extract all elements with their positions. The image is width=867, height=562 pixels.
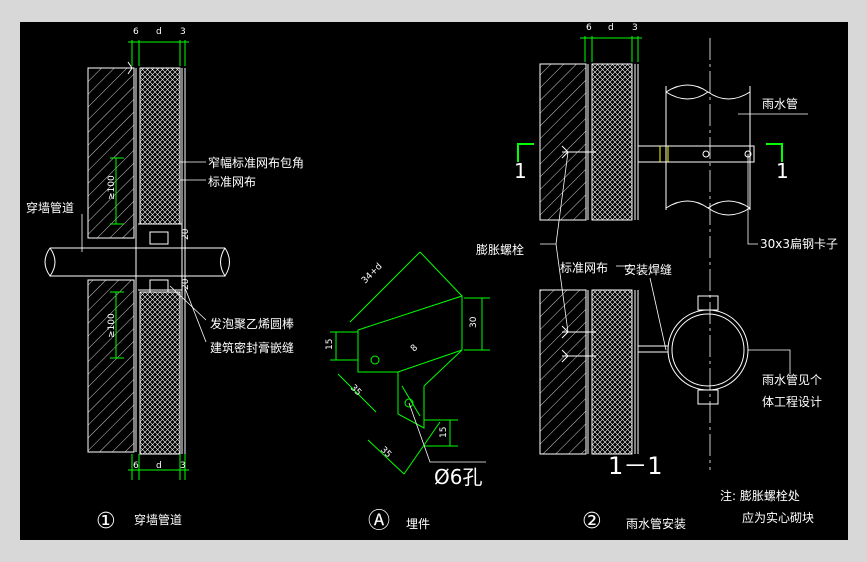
embedded-plate-top <box>357 295 463 373</box>
rain-pipe-section <box>667 309 749 391</box>
bottom-dim-3: 3 <box>180 461 186 471</box>
caption-title-2: 雨水管安装 <box>626 516 686 531</box>
top-dim-2-3: 3 <box>632 23 638 33</box>
label-see-2: 体工程设计 <box>762 394 822 409</box>
dim-30: 30 <box>469 316 479 328</box>
top-dim-6: 6 <box>133 27 139 37</box>
caption-title-a: 埋件 <box>406 517 430 531</box>
dim-35-b: 35 <box>378 445 393 460</box>
label-see-1: 雨水管见个 <box>762 372 822 387</box>
insulation-lower <box>140 292 180 454</box>
label-narrow-mesh: 窄幅标准网布包角 <box>208 155 304 170</box>
dim-35-a: 35 <box>348 383 363 398</box>
insulation-2-upper <box>592 64 632 220</box>
dim-15-left: 15 <box>325 339 335 350</box>
label-sealant: 建筑密封膏嵌缝 <box>210 340 294 355</box>
caption-title-1: 穿墙管道 <box>134 512 182 527</box>
section-mark-right: 1 <box>776 159 789 183</box>
label-hole: Ø6孔 <box>434 465 482 489</box>
label-mesh-2: 标准网布 <box>560 261 608 275</box>
wall-hatch-2-lower <box>540 290 586 454</box>
top-dim-2-6: 6 <box>586 23 592 33</box>
section-title: 1－1 <box>608 452 663 480</box>
drawing-svg: 6 d 3 6 d 3 ≥100 ≥100 20 20 窄幅标准网布包角 标准网… <box>26 23 838 534</box>
cad-drawing-canvas: 6 d 3 6 d 3 ≥100 ≥100 20 20 窄幅标准网布包角 标准网… <box>20 22 848 540</box>
foam-rod-lower <box>149 279 169 293</box>
dim-small-upper: 20 <box>181 228 191 240</box>
insulation-upper <box>140 68 180 224</box>
label-pipe: 穿墙管道 <box>26 200 74 215</box>
top-dim-3: 3 <box>180 27 186 37</box>
bottom-dim-6: 6 <box>133 461 139 471</box>
wall-hatch-upper <box>88 68 134 238</box>
detail-a-embedded-part: 34+d 30 15 35 35 15 8 Ø6孔 Ⓐ 埋件 <box>325 251 490 534</box>
top-dim-d: d <box>156 27 162 37</box>
caption-num-a: Ⓐ <box>368 509 390 534</box>
rain-pipe-elevation <box>665 86 751 210</box>
label-weld: 安装焊缝 <box>624 262 672 277</box>
caption-num-1: ① <box>96 509 116 534</box>
dim-15-right: 15 <box>439 427 449 438</box>
label-mesh: 标准网布 <box>208 175 256 189</box>
dim-lower-100: ≥100 <box>107 313 117 338</box>
note-line-2: 应为实心砌块 <box>742 510 814 525</box>
bottom-dim-d: d <box>156 461 162 471</box>
caption-num-2: ② <box>582 509 602 534</box>
label-foam-rod: 发泡聚乙烯圆棒 <box>210 316 294 331</box>
detail-1-pipe-through-wall: 6 d 3 6 d 3 ≥100 ≥100 20 20 窄幅标准网布包角 标准网… <box>26 27 304 534</box>
label-clip: 30x3扁钢卡子 <box>760 237 838 251</box>
insulation-2-lower <box>592 290 632 454</box>
hole-b <box>404 398 414 408</box>
note-line-1: 注: 膨胀螺栓处 <box>720 488 800 503</box>
wall-hatch-lower <box>88 280 134 452</box>
section-mark-left: 1 <box>514 159 527 183</box>
flat-steel-clip <box>637 145 755 163</box>
dim-8: 8 <box>409 343 420 354</box>
foam-rod-upper <box>149 231 169 245</box>
dim-34d: 34+d <box>360 262 385 287</box>
hole-a <box>370 355 380 365</box>
wall-hatch-2-upper <box>540 64 586 220</box>
pipe-body <box>50 247 225 277</box>
label-bolt: 膨胀螺栓 <box>476 242 524 257</box>
dim-upper-100: ≥100 <box>107 175 117 200</box>
detail-2-downpipe: 6 d 3 1 1 雨水管 膨胀螺栓 <box>476 23 838 534</box>
label-rain-pipe: 雨水管 <box>762 96 798 111</box>
top-dim-2-d: d <box>608 23 614 33</box>
dim-small-lower: 20 <box>181 278 191 290</box>
